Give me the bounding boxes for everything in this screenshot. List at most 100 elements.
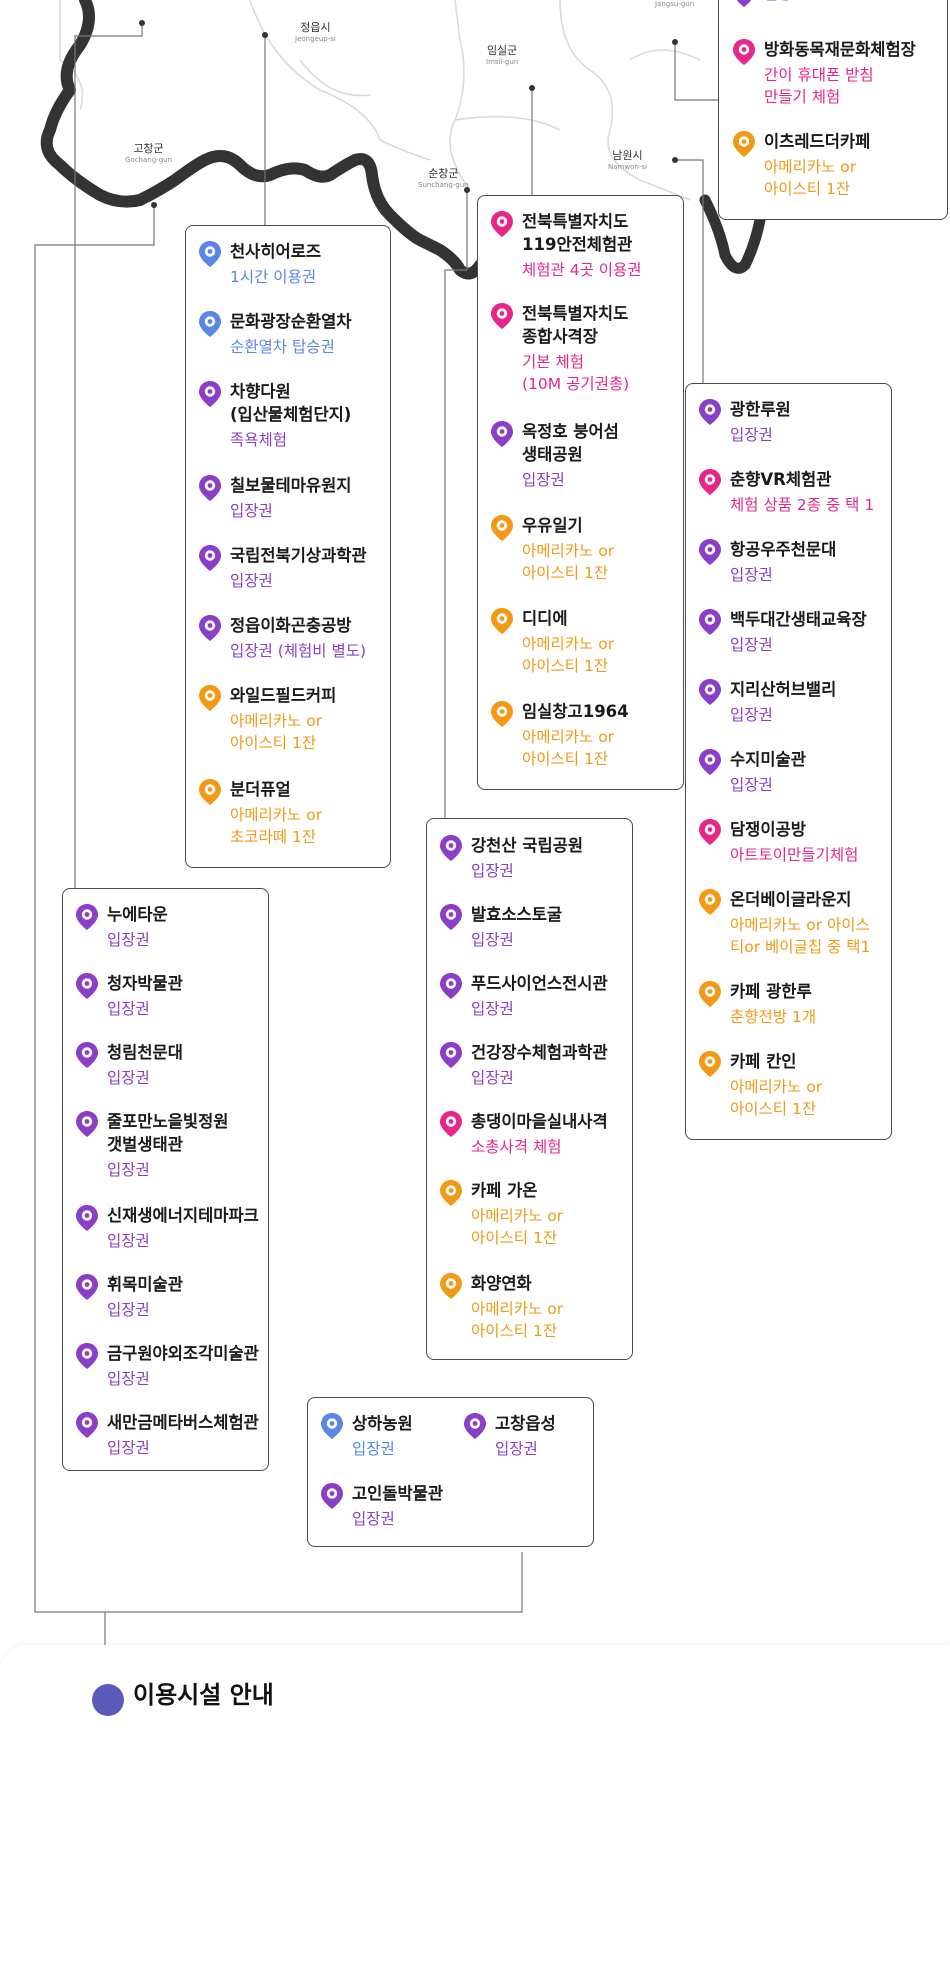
facility-benefit: 체험 상품 2종 중 택 1 bbox=[730, 496, 875, 514]
facility-benefit: 입장권 bbox=[107, 1161, 150, 1179]
facility-benefit: 입장권 bbox=[352, 1510, 395, 1528]
location-pin-icon bbox=[198, 240, 222, 268]
location-pin-icon bbox=[698, 678, 722, 706]
location-pin-icon bbox=[439, 834, 463, 862]
card-imsil bbox=[477, 195, 684, 790]
facility-benefit: 입장권 bbox=[471, 1000, 514, 1018]
location-pin-icon bbox=[463, 1412, 487, 1440]
facility-benefit: 입장권 bbox=[107, 1000, 150, 1018]
facility-benefit: 입장권 bbox=[730, 426, 773, 444]
facility-name: 누에타운 bbox=[107, 905, 168, 924]
location-pin-icon bbox=[198, 380, 222, 408]
facility-benefit: 입장권 (체험비 별도) bbox=[230, 642, 367, 660]
facility-name: 강천산 국립공원 bbox=[471, 836, 584, 855]
facility-name: 분더퓨얼 bbox=[230, 780, 291, 799]
facility-name: 우유일기 bbox=[522, 516, 583, 535]
facility-name: 신재생에너지테마파크 bbox=[107, 1206, 259, 1225]
card-gochang-small bbox=[307, 1397, 594, 1547]
location-pin-icon bbox=[698, 980, 722, 1008]
location-pin-icon bbox=[698, 1050, 722, 1078]
facility-name: 춘향VR체험관 bbox=[730, 470, 832, 489]
facility-benefit: 소총사격 체험 bbox=[471, 1138, 562, 1156]
card-sunchang bbox=[426, 818, 633, 1360]
facility-benefit: 아메리카노 or 아이스티 1잔 bbox=[764, 158, 857, 198]
location-pin-icon bbox=[75, 1411, 99, 1439]
location-pin-icon bbox=[198, 474, 222, 502]
location-pin-icon bbox=[490, 700, 514, 728]
facility-benefit: 기본 체험 (10M 공기권총) bbox=[522, 353, 630, 393]
location-pin-icon bbox=[732, 0, 756, 8]
location-pin-icon bbox=[490, 210, 514, 238]
location-pin-icon bbox=[75, 972, 99, 1000]
facility-benefit: 아메리카노 or 초코라떼 1잔 bbox=[230, 806, 323, 846]
facility-name: 청자박물관 bbox=[107, 974, 183, 993]
facility-benefit: 입장권 bbox=[107, 931, 150, 949]
location-pin-icon bbox=[732, 38, 756, 66]
facility-benefit: 아메리카노 or 아이스티 1잔 bbox=[730, 1078, 823, 1118]
region-label-jangsu: Jangsu-gun bbox=[655, 0, 695, 8]
facility-benefit: 아메리카노 or 아이스티 1잔 bbox=[522, 635, 615, 675]
facility-name: 디디에 bbox=[522, 609, 568, 628]
facility-benefit: 입장권 bbox=[230, 572, 273, 590]
facility-name: 문화광장순환열차 bbox=[230, 312, 352, 331]
facility-name: 새만금메타버스체험관 bbox=[107, 1413, 259, 1432]
facility-benefit: 입장권 bbox=[107, 1370, 150, 1388]
facility-name: 담쟁이공방 bbox=[730, 820, 806, 839]
facility-name: 온더베이글라운지 bbox=[730, 890, 852, 909]
facility-benefit: 순환열차 탑승권 bbox=[230, 338, 335, 356]
facility-benefit: 아메리카노 or 아이스 티or 베이글칩 중 택1 bbox=[730, 916, 871, 956]
facility-name: 휘목미술관 bbox=[107, 1275, 183, 1294]
location-pin-icon bbox=[320, 1482, 344, 1510]
card-jangsu bbox=[718, 0, 948, 220]
facility-benefit: 입장권 bbox=[471, 862, 514, 880]
facility-benefit: 아메리카노 or 아이스티 1잔 bbox=[230, 712, 323, 752]
location-pin-icon bbox=[439, 1179, 463, 1207]
facility-name: 항공우주천문대 bbox=[730, 540, 837, 559]
facility-name: 카페 칸인 bbox=[730, 1052, 797, 1071]
card-jeongeup bbox=[185, 225, 391, 868]
facility-name: 이츠레드더카페 bbox=[764, 132, 871, 151]
location-pin-icon bbox=[198, 614, 222, 642]
facility-benefit: 입장권 bbox=[107, 1232, 150, 1250]
facility-benefit: 1시간 이용권 bbox=[230, 268, 317, 286]
location-pin-icon bbox=[198, 684, 222, 712]
facility-benefit: 입장권 bbox=[730, 566, 773, 584]
facility-benefit: 족욕체험 bbox=[230, 431, 288, 449]
location-pin-icon bbox=[439, 1041, 463, 1069]
location-pin-icon bbox=[439, 1272, 463, 1300]
location-pin-icon bbox=[75, 1110, 99, 1138]
facility-name: 청림천문대 bbox=[107, 1043, 183, 1062]
location-pin-icon bbox=[490, 607, 514, 635]
location-pin-icon bbox=[439, 903, 463, 931]
facility-benefit: 입장권 bbox=[352, 1440, 395, 1458]
facility-benefit: 입장권 bbox=[107, 1439, 150, 1457]
location-pin-icon bbox=[198, 544, 222, 572]
location-pin-icon bbox=[75, 1204, 99, 1232]
location-pin-icon bbox=[698, 538, 722, 566]
facility-name: 줄포만노을빛정원 갯벌생태관 bbox=[107, 1112, 229, 1154]
facility-guide-panel bbox=[0, 1645, 950, 1985]
location-pin-icon bbox=[75, 1273, 99, 1301]
facility-benefit: 체험관 4곳 이용권 bbox=[522, 261, 642, 279]
location-pin-icon bbox=[439, 1110, 463, 1138]
location-pin-icon bbox=[198, 310, 222, 338]
facility-name: 지리산허브밸리 bbox=[730, 680, 837, 699]
facility-name: 국립전북기상과학관 bbox=[230, 546, 367, 565]
facility-name: 푸드사이언스전시관 bbox=[471, 974, 608, 993]
location-pin-icon bbox=[439, 972, 463, 1000]
facility-benefit: 입장권 bbox=[471, 931, 514, 949]
location-pin-icon bbox=[698, 888, 722, 916]
location-pin-icon bbox=[198, 778, 222, 806]
facility-benefit: 간이 휴대폰 받침 만들기 체험 bbox=[764, 66, 874, 106]
facility-name: 옥정호 붕어섬 생태공원 bbox=[522, 422, 619, 464]
location-pin-icon bbox=[732, 130, 756, 158]
facility-name: 천사히어로즈 bbox=[230, 242, 322, 261]
facility-name: 칠보물테마유원지 bbox=[230, 476, 352, 495]
facility-name: 발효소스토굴 bbox=[471, 905, 563, 924]
location-pin-icon bbox=[698, 398, 722, 426]
facility-benefit: 춘향전방 1개 bbox=[730, 1008, 817, 1026]
facility-name: 카페 광한루 bbox=[730, 982, 812, 1001]
